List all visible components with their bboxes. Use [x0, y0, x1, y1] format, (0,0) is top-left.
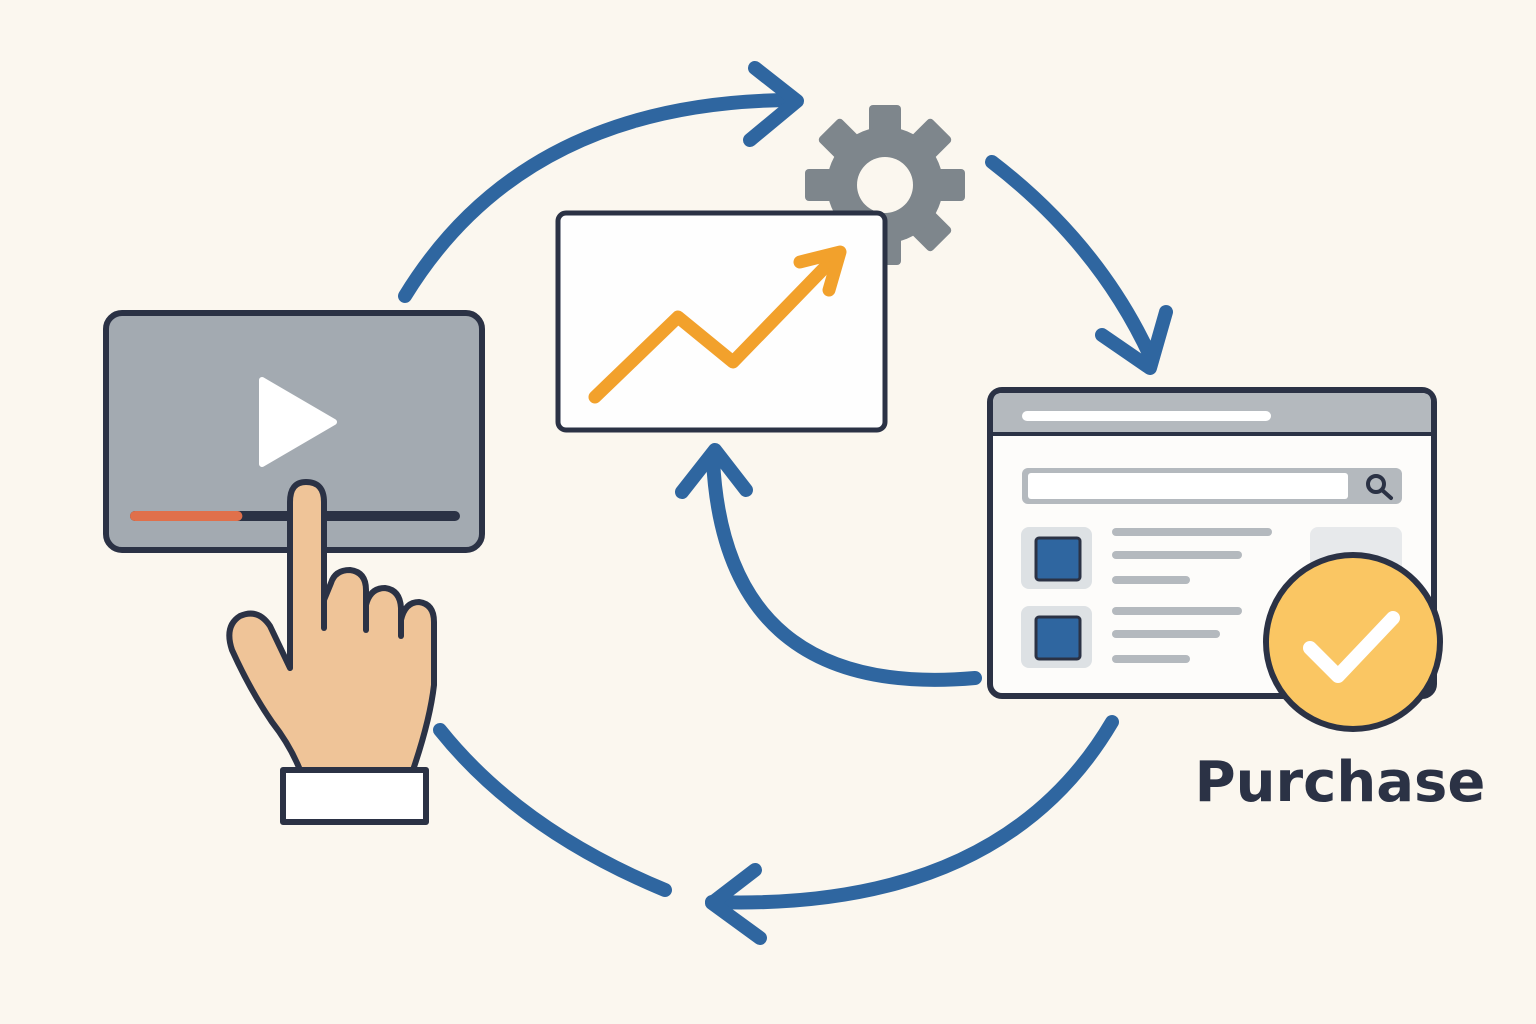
purchase-label: Purchase [1195, 750, 1486, 815]
arrow-video-to-chart-head [743, 61, 804, 147]
arrow-chart-to-browser-head [1095, 305, 1173, 375]
arrow-bottom-to-video [433, 723, 672, 897]
checkmark-badge [1263, 552, 1443, 732]
product-text-lines-2 [1112, 607, 1242, 663]
product-text-lines-1 [1112, 528, 1272, 584]
hand-cuff [280, 767, 429, 825]
arrow-chart-to-browser [985, 155, 1159, 367]
play-icon [259, 377, 337, 467]
trend-arrowhead [793, 245, 847, 297]
search-icon [1366, 474, 1393, 500]
arrow-browser-to-chart [706, 453, 982, 687]
arrow-browser-to-chart-head [675, 443, 753, 499]
video-player [103, 310, 485, 553]
arrow-browser-to-bottom-head [705, 863, 767, 945]
cycle-arrows [398, 61, 1173, 945]
product-thumb-2 [1034, 615, 1082, 661]
hand-palm [226, 479, 437, 773]
pointing-hand-icon [226, 479, 437, 825]
search-input-field [1028, 473, 1348, 499]
product-thumb-1 [1034, 536, 1082, 582]
trend-up-icon [588, 252, 840, 404]
checkmark-icon [1303, 611, 1400, 683]
analytics-chart [555, 210, 888, 433]
chart-frame [555, 210, 888, 433]
arrow-browser-to-bottom [705, 715, 1119, 910]
arrow-video-to-chart [398, 93, 802, 303]
